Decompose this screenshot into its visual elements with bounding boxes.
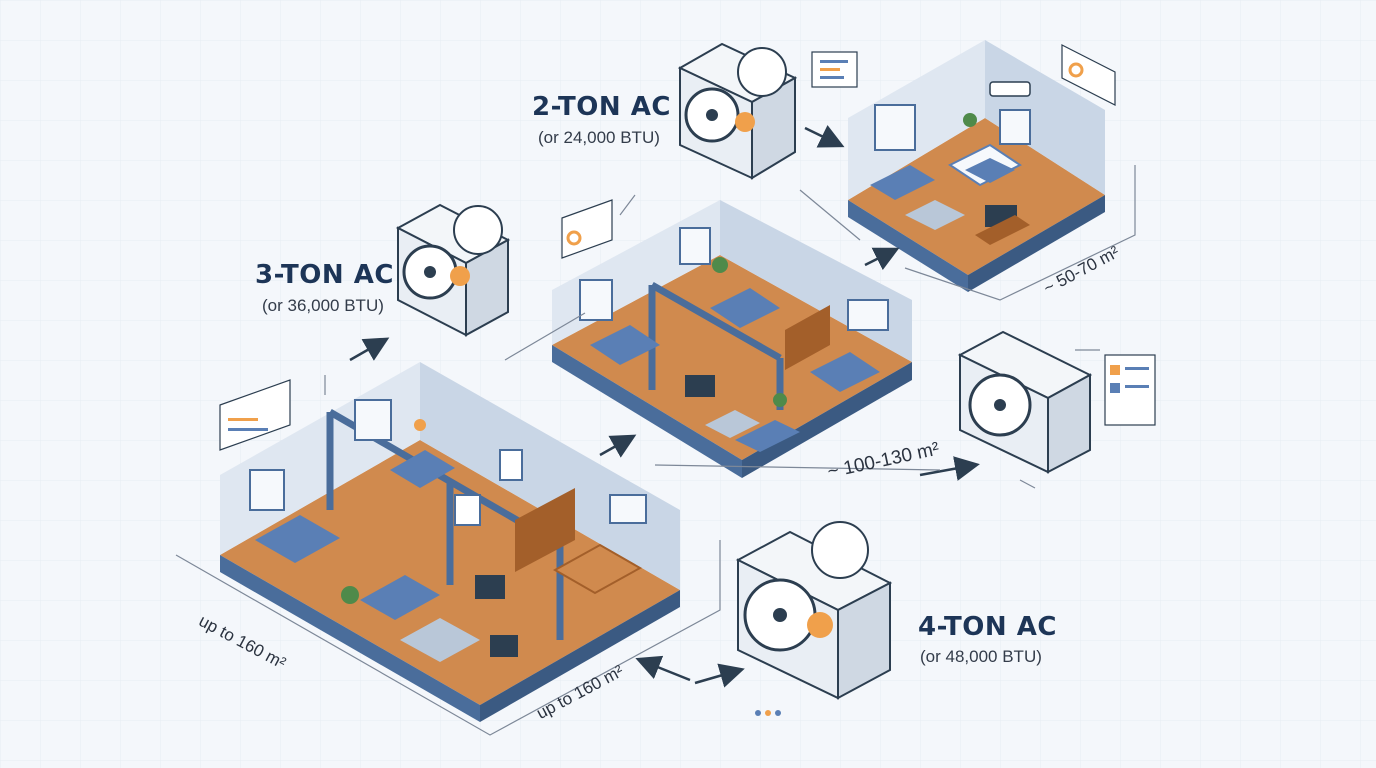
small-apartment [848,40,1105,292]
ac-unit-3ton [395,203,511,337]
ac-title-3ton: 3-TON AC [255,260,394,290]
ac-title-2ton: 2-TON AC [532,92,671,122]
ac-subtitle-4ton: (or 48,000 BTU) [920,647,1042,666]
ac-unit-4ton [735,521,893,700]
connectors [349,125,980,688]
ac-subtitle-2ton: (or 24,000 BTU) [538,128,660,147]
large-apartment [220,362,680,722]
ac-unit-large-right [957,330,1093,474]
ac-unit-2ton [677,42,798,180]
ac-title-4ton: 4-TON AC [918,612,1057,642]
info-cards [219,44,1156,716]
ac-subtitle-3ton: (or 36,000 BTU) [262,296,384,315]
guide-lines [175,165,1136,736]
medium-apartment [552,200,912,478]
